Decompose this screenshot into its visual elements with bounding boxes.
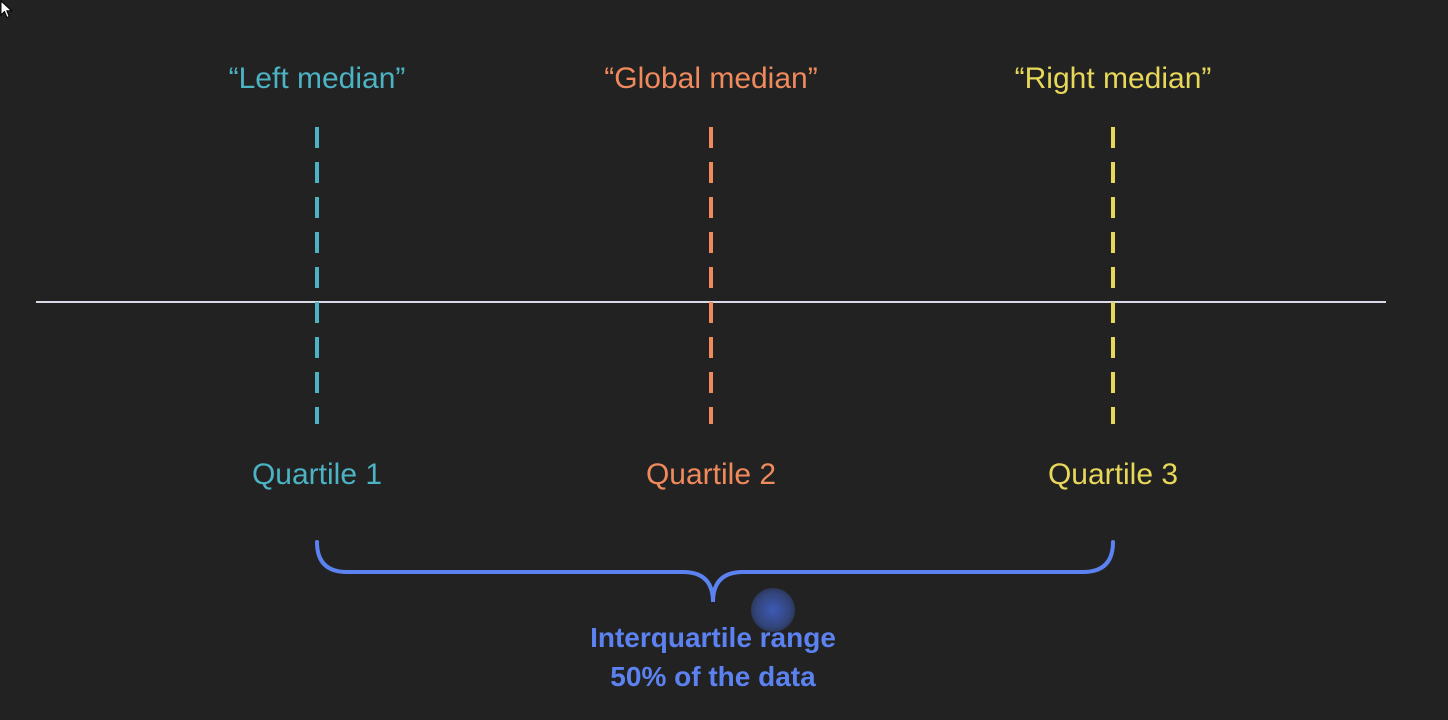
mouse-pointer-icon xyxy=(0,0,13,19)
quartile-3-label: Quartile 3 xyxy=(1047,458,1179,491)
quartile-2-label: Quartile 2 xyxy=(645,458,777,491)
interquartile-brace xyxy=(315,540,1115,603)
right-median-label: “Right median” xyxy=(1014,62,1212,95)
global-median-label: “Global median” xyxy=(604,62,818,95)
interquartile-range-label: Interquartile range xyxy=(590,622,836,653)
data-share-label: 50% of the data xyxy=(610,661,816,692)
quartile-1-label: Quartile 1 xyxy=(251,458,383,491)
cursor-highlight xyxy=(751,588,795,632)
left-median-label: “Left median” xyxy=(228,62,406,95)
